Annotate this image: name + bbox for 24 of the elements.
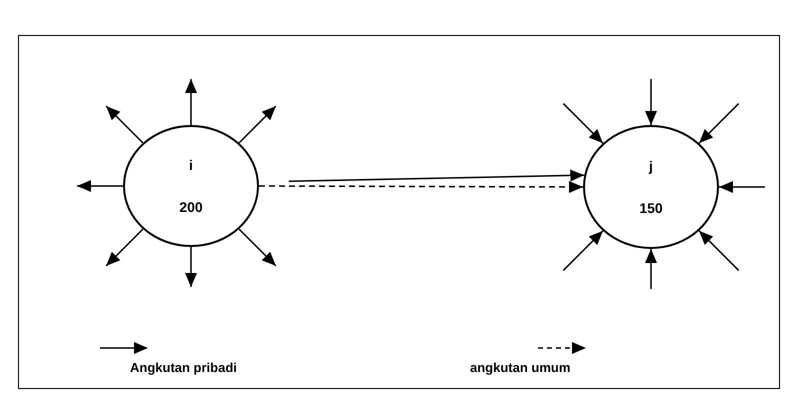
node-label: j: [649, 158, 653, 174]
arrow: [698, 230, 740, 271]
arrow: [562, 230, 604, 271]
legend-text: Angkutan pribadi: [130, 360, 237, 375]
node-circle: [123, 125, 259, 247]
legend-text: angkutan umum: [470, 360, 570, 375]
arrow: [106, 106, 144, 144]
arrow: [562, 103, 604, 144]
arrow: [259, 180, 583, 193]
arrow: [288, 169, 584, 182]
arrow: [238, 106, 276, 144]
node-value: 150: [639, 200, 663, 216]
arrow: [77, 180, 123, 192]
node-circle: [583, 125, 719, 249]
arrow: [238, 228, 276, 266]
arrow: [185, 247, 197, 287]
node-label: i: [189, 157, 193, 173]
arrow: [185, 79, 197, 125]
arrow: [645, 249, 657, 289]
arrow: [719, 181, 765, 193]
arrow: [698, 103, 740, 144]
arrow: [645, 79, 657, 125]
node-value: 200: [179, 199, 203, 215]
arrow: [106, 228, 144, 266]
